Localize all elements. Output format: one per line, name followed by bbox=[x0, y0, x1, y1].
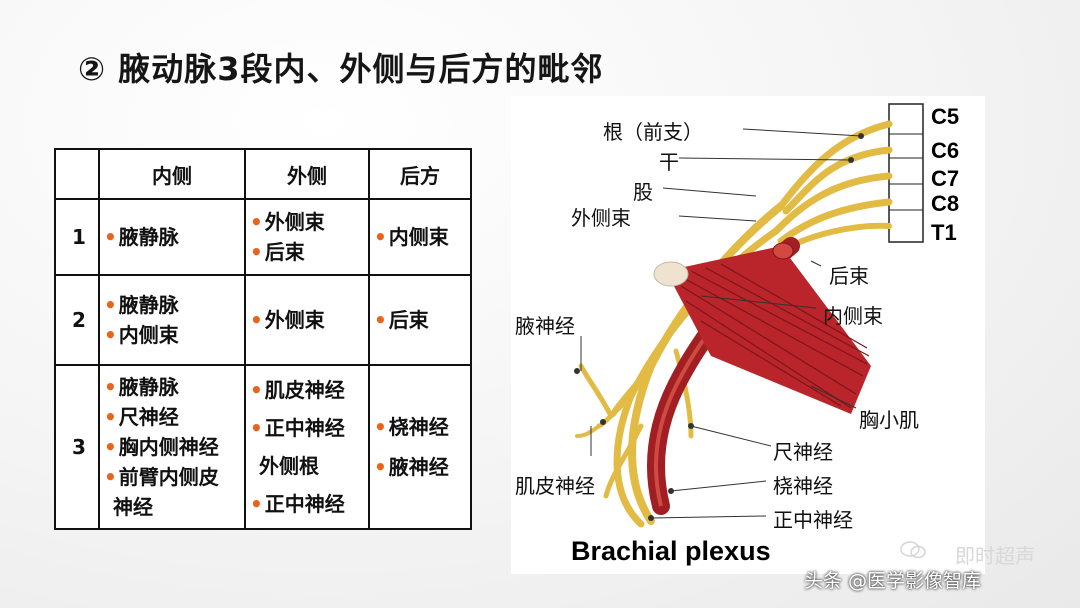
row-number: 3 bbox=[54, 364, 100, 530]
figure-caption: Brachial plexus bbox=[571, 536, 771, 566]
bullet-icon: • bbox=[104, 323, 117, 347]
list-item: •内侧束 bbox=[374, 225, 449, 249]
list-item: •桡神经 bbox=[374, 415, 449, 439]
list-item: •尺神经 bbox=[104, 405, 179, 429]
label-division: 股 bbox=[633, 180, 653, 204]
row-number: 2 bbox=[54, 274, 100, 366]
bullet-icon: • bbox=[104, 465, 117, 489]
bullet-icon: • bbox=[250, 378, 263, 402]
header-lateral: 外侧 bbox=[244, 148, 370, 200]
header-medial: 内侧 bbox=[98, 148, 246, 200]
cell-posterior: •桡神经 •腋神经 bbox=[368, 364, 472, 530]
header-posterior: 后方 bbox=[368, 148, 472, 200]
header-number bbox=[54, 148, 100, 200]
bullet-icon: • bbox=[250, 210, 263, 234]
nerve-end-markers bbox=[574, 133, 864, 521]
bullet-icon: • bbox=[104, 293, 117, 317]
label-posterior-cord: 后束 bbox=[829, 264, 869, 288]
watermark-bottom: 头条 @医学影像智库 bbox=[804, 570, 982, 592]
list-item: •外侧束 bbox=[250, 308, 325, 332]
root-label-c6: C6 bbox=[931, 138, 960, 163]
page-title: ② 腋动脉3段内、外侧与后方的毗邻 bbox=[78, 50, 604, 88]
list-item: •腋静脉 bbox=[104, 375, 179, 399]
list-item: •肌皮神经 bbox=[250, 378, 345, 402]
table-row: 1 •腋静脉 •外侧束 •后束 •内侧束 bbox=[54, 198, 472, 276]
label-musculocutaneous-nerve: 肌皮神经 bbox=[515, 474, 595, 498]
root-box bbox=[888, 103, 924, 243]
adjacency-table: 内侧 外侧 后方 1 •腋静脉 •外侧束 •后束 •内侧束 2 •腋静脉 •内侧… bbox=[54, 148, 472, 530]
brachial-plexus-figure: C5 C6 C7 C8 T1 根（前支） 干 股 外侧束 后束 内侧束 腋神经 … bbox=[511, 96, 985, 574]
list-item: •胸内侧神经 bbox=[104, 435, 219, 459]
row-number: 1 bbox=[54, 198, 100, 276]
list-item-continuation: 神经 bbox=[113, 495, 153, 519]
label-median-nerve: 正中神经 bbox=[773, 508, 853, 532]
list-item: •外侧束 bbox=[250, 210, 325, 234]
cell-lateral: •外侧束 •后束 bbox=[244, 198, 370, 276]
table-row: 3 •腋静脉 •尺神经 •胸内侧神经 •前臂内侧皮 神经 •肌皮神经 •正中神经… bbox=[54, 364, 472, 530]
label-pectoralis-minor: 胸小肌 bbox=[859, 408, 919, 432]
bullet-icon: • bbox=[104, 405, 117, 429]
list-item: •后束 bbox=[250, 240, 305, 264]
list-item: •腋神经 bbox=[374, 455, 449, 479]
label-root: 根（前支） bbox=[603, 120, 703, 144]
list-item: •内侧束 bbox=[104, 323, 179, 347]
cell-medial: •腋静脉 bbox=[98, 198, 246, 276]
label-axillary-nerve: 腋神经 bbox=[515, 314, 575, 338]
label-trunk: 干 bbox=[659, 150, 679, 174]
cell-lateral: •肌皮神经 •正中神经 外侧根 •正中神经 bbox=[244, 364, 370, 530]
table-row: 2 •腋静脉 •内侧束 •外侧束 •后束 bbox=[54, 274, 472, 366]
bullet-icon: • bbox=[374, 415, 387, 439]
root-label-c8: C8 bbox=[931, 191, 960, 216]
bullet-icon: • bbox=[374, 225, 387, 249]
label-radial-nerve: 桡神经 bbox=[773, 474, 833, 498]
list-item: •腋静脉 bbox=[104, 225, 179, 249]
cell-medial: •腋静脉 •内侧束 bbox=[98, 274, 246, 366]
artery-stump bbox=[772, 242, 794, 260]
bullet-icon: • bbox=[104, 225, 117, 249]
label-ulnar-nerve: 尺神经 bbox=[773, 440, 833, 464]
bullet-icon: • bbox=[250, 416, 263, 440]
chat-bubble-icon bbox=[900, 541, 926, 559]
coracoid-process bbox=[653, 261, 689, 287]
bullet-icon: • bbox=[250, 492, 263, 516]
bullet-icon: • bbox=[104, 375, 117, 399]
list-item: •前臂内侧皮 bbox=[104, 465, 219, 489]
leader-lines bbox=[580, 128, 862, 519]
root-label-c5: C5 bbox=[931, 104, 960, 129]
label-medial-cord: 内侧束 bbox=[823, 304, 883, 328]
bullet-icon: • bbox=[374, 308, 387, 332]
cell-posterior: •后束 bbox=[368, 274, 472, 366]
list-item: •正中神经 bbox=[250, 416, 345, 440]
bullet-icon: • bbox=[250, 308, 263, 332]
root-label-t1: T1 bbox=[931, 220, 957, 245]
bullet-icon: • bbox=[104, 435, 117, 459]
cell-lateral: •外侧束 bbox=[244, 274, 370, 366]
plexus-illustration bbox=[574, 103, 924, 528]
list-item-continuation: 外侧根 bbox=[259, 454, 319, 478]
root-label-c7: C7 bbox=[931, 166, 960, 191]
watermark-top: 即时超声 bbox=[955, 544, 1035, 568]
cell-medial: •腋静脉 •尺神经 •胸内侧神经 •前臂内侧皮 神经 bbox=[98, 364, 246, 530]
bullet-icon: • bbox=[250, 240, 263, 264]
cell-posterior: •内侧束 bbox=[368, 198, 472, 276]
list-item: •后束 bbox=[374, 308, 429, 332]
label-lateral-cord: 外侧束 bbox=[571, 206, 631, 230]
bullet-icon: • bbox=[374, 455, 387, 479]
list-item: •正中神经 bbox=[250, 492, 345, 516]
table-header-row: 内侧 外侧 后方 bbox=[54, 148, 472, 200]
list-item: •腋静脉 bbox=[104, 293, 179, 317]
